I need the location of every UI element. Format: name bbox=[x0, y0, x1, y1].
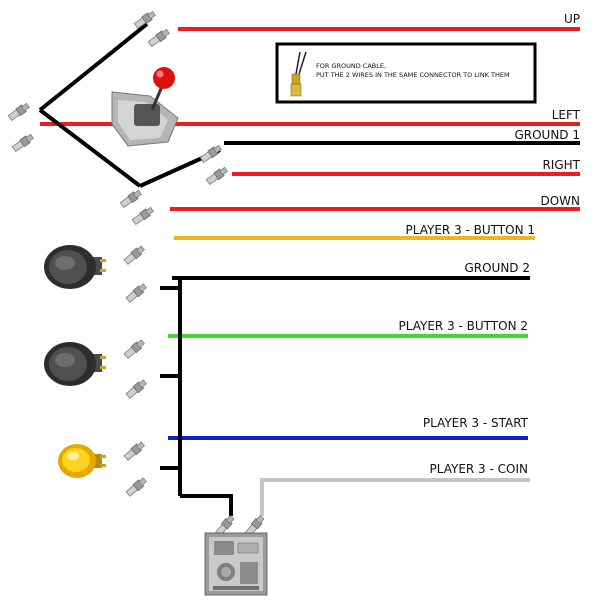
wire-right: RIGHT bbox=[232, 158, 581, 176]
connector-left-1 bbox=[7, 101, 31, 122]
connector-button1-sig bbox=[123, 244, 146, 266]
wire-player3-button-2: PLAYER 3 - BUTTON 2 bbox=[168, 319, 528, 338]
connector-start-gnd bbox=[125, 476, 148, 498]
wire-down: DOWN bbox=[170, 194, 580, 211]
connector-up-2 bbox=[147, 27, 171, 48]
connector-button2-gnd bbox=[125, 378, 148, 400]
connector-down-2 bbox=[131, 205, 155, 226]
wire-up-label: UP bbox=[564, 12, 580, 26]
ground-cable-note: FOR GROUND CABLE, PUT THE 2 WIRES IN THE… bbox=[275, 42, 537, 104]
wire-right-label: RIGHT bbox=[542, 158, 580, 172]
wire-ground-1: GROUND 1 bbox=[224, 128, 580, 145]
wire-player3-coin: PLAYER 3 - COIN bbox=[260, 462, 530, 516]
spliced-connector-icon bbox=[290, 51, 307, 97]
wire-up: UP bbox=[178, 12, 580, 31]
wire-down-label: DOWN bbox=[540, 194, 580, 208]
wire-left-label: LEFT bbox=[552, 108, 581, 122]
wire-player3-coin-label: PLAYER 3 - COIN bbox=[430, 462, 528, 476]
wire-player3-button-1: PLAYER 3 - BUTTON 1 bbox=[174, 223, 535, 240]
wire-player3-start: PLAYER 3 - START bbox=[168, 416, 529, 440]
wire-ground-1-label: GROUND 1 bbox=[514, 128, 580, 142]
note-line-1: FOR GROUND CABLE, bbox=[316, 62, 386, 70]
connector-left-2 bbox=[11, 132, 35, 153]
connector-right-1 bbox=[205, 165, 229, 186]
wire-ground-2: GROUND 2 bbox=[172, 261, 530, 280]
connector-start-sig bbox=[123, 440, 146, 462]
coin-mechanism-icon bbox=[204, 532, 268, 596]
note-line-2: PUT THE 2 WIRES IN THE SAME CONNECTOR TO… bbox=[316, 71, 510, 79]
connector-button1-gnd bbox=[125, 282, 148, 304]
joystick-icon bbox=[111, 67, 179, 147]
connector-ground1-1 bbox=[199, 143, 223, 164]
button-1-icon bbox=[44, 245, 106, 289]
button-2-icon bbox=[44, 342, 106, 386]
ground-2-bus bbox=[160, 278, 233, 516]
wire-ground-2-label: GROUND 2 bbox=[464, 261, 530, 275]
connector-button2-sig bbox=[123, 338, 146, 360]
wire-player3-button-1-label: PLAYER 3 - BUTTON 1 bbox=[406, 223, 535, 237]
wire-player3-start-label: PLAYER 3 - START bbox=[423, 416, 529, 430]
connector-down-1 bbox=[119, 188, 143, 209]
wire-player3-button-2-label: PLAYER 3 - BUTTON 2 bbox=[399, 319, 528, 333]
start-button-icon bbox=[58, 444, 106, 478]
